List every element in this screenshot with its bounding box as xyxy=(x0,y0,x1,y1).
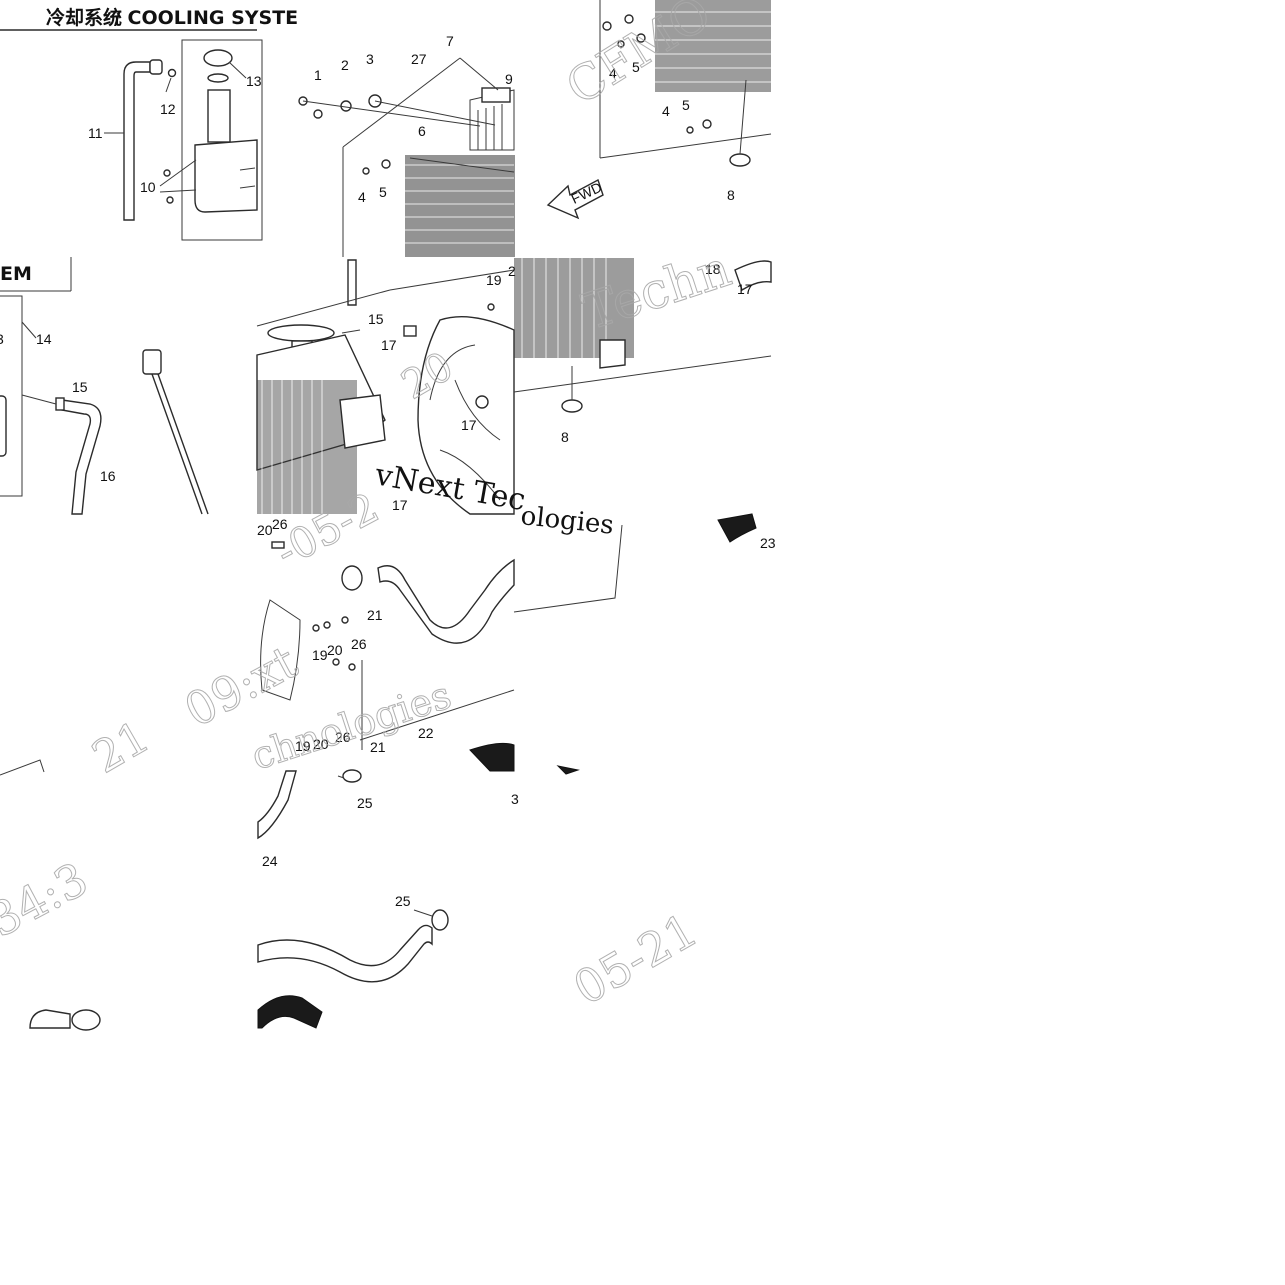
hose-clamp xyxy=(167,68,177,78)
title-english: / COOLING SYSTE xyxy=(114,7,298,29)
callout-15b: 15 xyxy=(368,311,384,327)
forward-direction-arrow: FWD xyxy=(546,179,604,220)
cooling-fan xyxy=(417,315,515,515)
reservoir-tank xyxy=(194,139,258,213)
watermark-date-b: 05-21 xyxy=(565,902,707,1015)
tile-reservoir: 冷却系统 / COOLING SYSTE 11 12 13 10 xyxy=(0,6,298,241)
tile-radiator-side: 8 18 17 xyxy=(513,258,772,445)
black-hose-lower xyxy=(257,995,323,1029)
overflow-tube xyxy=(347,259,357,306)
callout-21b: 21 xyxy=(370,739,386,755)
coolant-hose-24 xyxy=(257,770,297,840)
tile-lower-left xyxy=(0,759,101,1031)
coolant-hose-16 xyxy=(61,399,102,515)
callout-10: 10 xyxy=(140,179,156,195)
callout-20b: 20 xyxy=(327,642,343,658)
watermark-clock: 34:3 xyxy=(0,852,96,948)
hose-clamp-25 xyxy=(431,909,449,931)
black-hose-end xyxy=(469,742,515,772)
callout-11: 11 xyxy=(88,125,103,141)
callout-14: 14 xyxy=(36,331,52,347)
title-chinese: 冷却系统 xyxy=(46,6,122,29)
radiator-tank-right xyxy=(339,394,386,449)
callout-17b: 17 xyxy=(461,417,477,433)
callout-19a: 19 xyxy=(486,272,502,288)
tile-radiator-fan: 15 17 19 2 17 17 xyxy=(256,259,516,515)
radiator-core-upper xyxy=(655,0,771,92)
callout-3: 3 xyxy=(366,51,374,67)
callout-6: 6 xyxy=(418,123,426,139)
tile-radiator-right: 4 5 4 5 8 FWD xyxy=(546,0,772,220)
callout-20c: 20 xyxy=(313,736,329,752)
tile-reservoir-hoses: EM 3 14 15 16 xyxy=(0,257,209,515)
callout-9: 9 xyxy=(505,71,513,87)
callout-22: 22 xyxy=(418,725,434,741)
coolant-hose-lower xyxy=(257,924,433,983)
callout-5a: 5 xyxy=(379,184,387,200)
callout-2: 2 xyxy=(341,57,349,73)
callout-26a: 26 xyxy=(272,516,288,532)
watermark-21: 21 xyxy=(84,711,158,783)
callout-24: 24 xyxy=(262,853,278,869)
callout-5c: 5 xyxy=(682,97,690,113)
callout-13: 13 xyxy=(246,73,262,89)
callout-8b: 8 xyxy=(561,429,569,445)
callout-15a: 15 xyxy=(72,379,88,395)
callout-1: 1 xyxy=(314,67,322,83)
callout-19b: 19 xyxy=(312,647,328,663)
reservoir-frame xyxy=(181,39,263,241)
callout-4c: 4 xyxy=(662,103,670,119)
callout-12: 12 xyxy=(160,101,176,117)
black-hose-23 xyxy=(717,513,757,543)
callout-27: 27 xyxy=(411,51,427,67)
callout-19c: 19 xyxy=(295,738,311,754)
hose-end xyxy=(149,59,163,75)
callout-25a: 25 xyxy=(357,795,373,811)
callout-26c: 26 xyxy=(335,729,351,745)
temperature-sensor xyxy=(142,349,162,375)
callout-17d: 17 xyxy=(737,281,753,297)
overflow-hose xyxy=(123,61,151,221)
callout-21a: 21 xyxy=(367,607,383,623)
watermark-ologies: ologies xyxy=(519,501,615,541)
callout-8a: 8 xyxy=(727,187,735,203)
radiator-bracket xyxy=(481,87,511,103)
reservoir-cap xyxy=(203,49,233,67)
callout-23: 23 xyxy=(760,535,776,551)
callout-20a: 20 xyxy=(257,522,273,538)
hose-connector xyxy=(734,260,772,292)
callout-4a: 4 xyxy=(358,189,366,205)
callout-4b: 4 xyxy=(609,65,617,81)
callout-25b: 25 xyxy=(395,893,411,909)
tile-radiator-top: 1 2 3 27 7 9 6 4 5 xyxy=(298,33,515,257)
callout-5b: 5 xyxy=(632,59,640,75)
callout-17c: 17 xyxy=(392,497,408,513)
tile-lower-hoses: 25 24 3 25 xyxy=(257,769,519,1029)
callout-26b: 26 xyxy=(351,636,367,652)
callout-16: 16 xyxy=(100,468,116,484)
hose-clamp-21 xyxy=(341,565,363,591)
watermark-layer: CFMO Techn vNext Tec ologies -05-2 09:xt… xyxy=(0,0,738,1016)
callout-3b: 3 xyxy=(511,791,519,807)
coolant-hose-21 xyxy=(377,558,515,644)
tile-upper-hose: 23 xyxy=(513,513,776,775)
callout-2x: 2 xyxy=(508,263,516,279)
grommet xyxy=(729,153,751,167)
grommet-lower xyxy=(561,399,583,413)
callout-7: 7 xyxy=(446,33,454,49)
callout-13b: 3 xyxy=(0,331,4,347)
callout-18: 18 xyxy=(705,261,721,277)
title-fragment: EM xyxy=(0,263,32,285)
tile-fan-mount: 20 26 21 19 20 26 19 20 26 21 22 xyxy=(257,516,515,772)
radiator-cap xyxy=(267,324,335,342)
callout-17a: 17 xyxy=(381,337,397,353)
watermark-techn: Techn xyxy=(576,239,738,341)
radiator-core xyxy=(405,155,515,257)
watermark-time: 09:xt xyxy=(176,634,306,738)
